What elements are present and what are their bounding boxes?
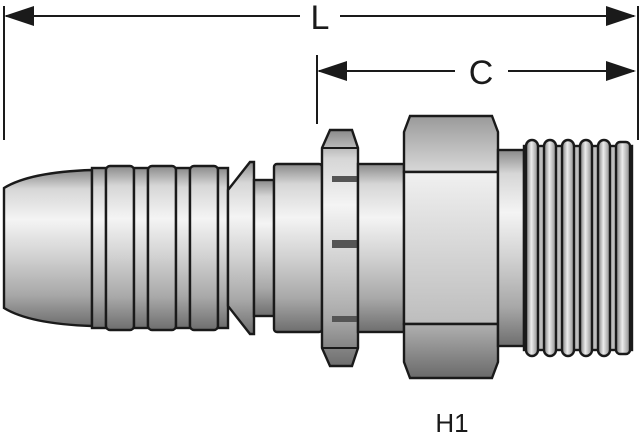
dimension-c: C [316, 54, 636, 124]
thread-crest-6 [614, 140, 632, 356]
barb-ring-3 [188, 164, 220, 332]
shank-body [272, 162, 324, 334]
thread-crest-1 [524, 138, 540, 358]
barb-groove-3 [174, 166, 192, 330]
flare-ring [226, 160, 256, 336]
thread-crest-2 [542, 138, 558, 358]
arrowhead-right-icon [606, 6, 636, 26]
stem-nose [2, 168, 94, 328]
hex-face-top [402, 114, 500, 174]
barb-ring-1 [104, 164, 136, 332]
thread-crest-4 [578, 138, 594, 358]
collar-slot-mid [332, 240, 358, 248]
arrowhead-left-icon [4, 6, 34, 26]
hex-face-middle [402, 170, 500, 326]
collar-slot-bottom [332, 316, 358, 322]
thread-relief [496, 148, 526, 348]
thread-crest-5 [596, 138, 612, 358]
hex-label: H1 [435, 408, 468, 438]
arrowhead-c-left-icon [317, 61, 347, 81]
thread-crests [524, 138, 632, 358]
dimension-label-l: L [311, 0, 330, 37]
hex-nut [402, 114, 500, 380]
barb-groove-1 [90, 166, 108, 330]
collar-slot-top [332, 176, 358, 182]
thread-core [522, 144, 634, 352]
dimension-l: L [3, 0, 636, 140]
barb-ring-2 [146, 164, 178, 332]
shank-neck [252, 178, 276, 318]
thread-crest-3 [560, 138, 576, 358]
body-neck [356, 162, 406, 334]
fitting-body [2, 114, 634, 380]
arrowhead-c-right-icon [606, 61, 636, 81]
dimension-label-c: C [469, 54, 494, 92]
barb-groove-4 [216, 166, 230, 330]
barb-groove-2 [132, 166, 150, 330]
hex-face-bottom [402, 322, 500, 380]
